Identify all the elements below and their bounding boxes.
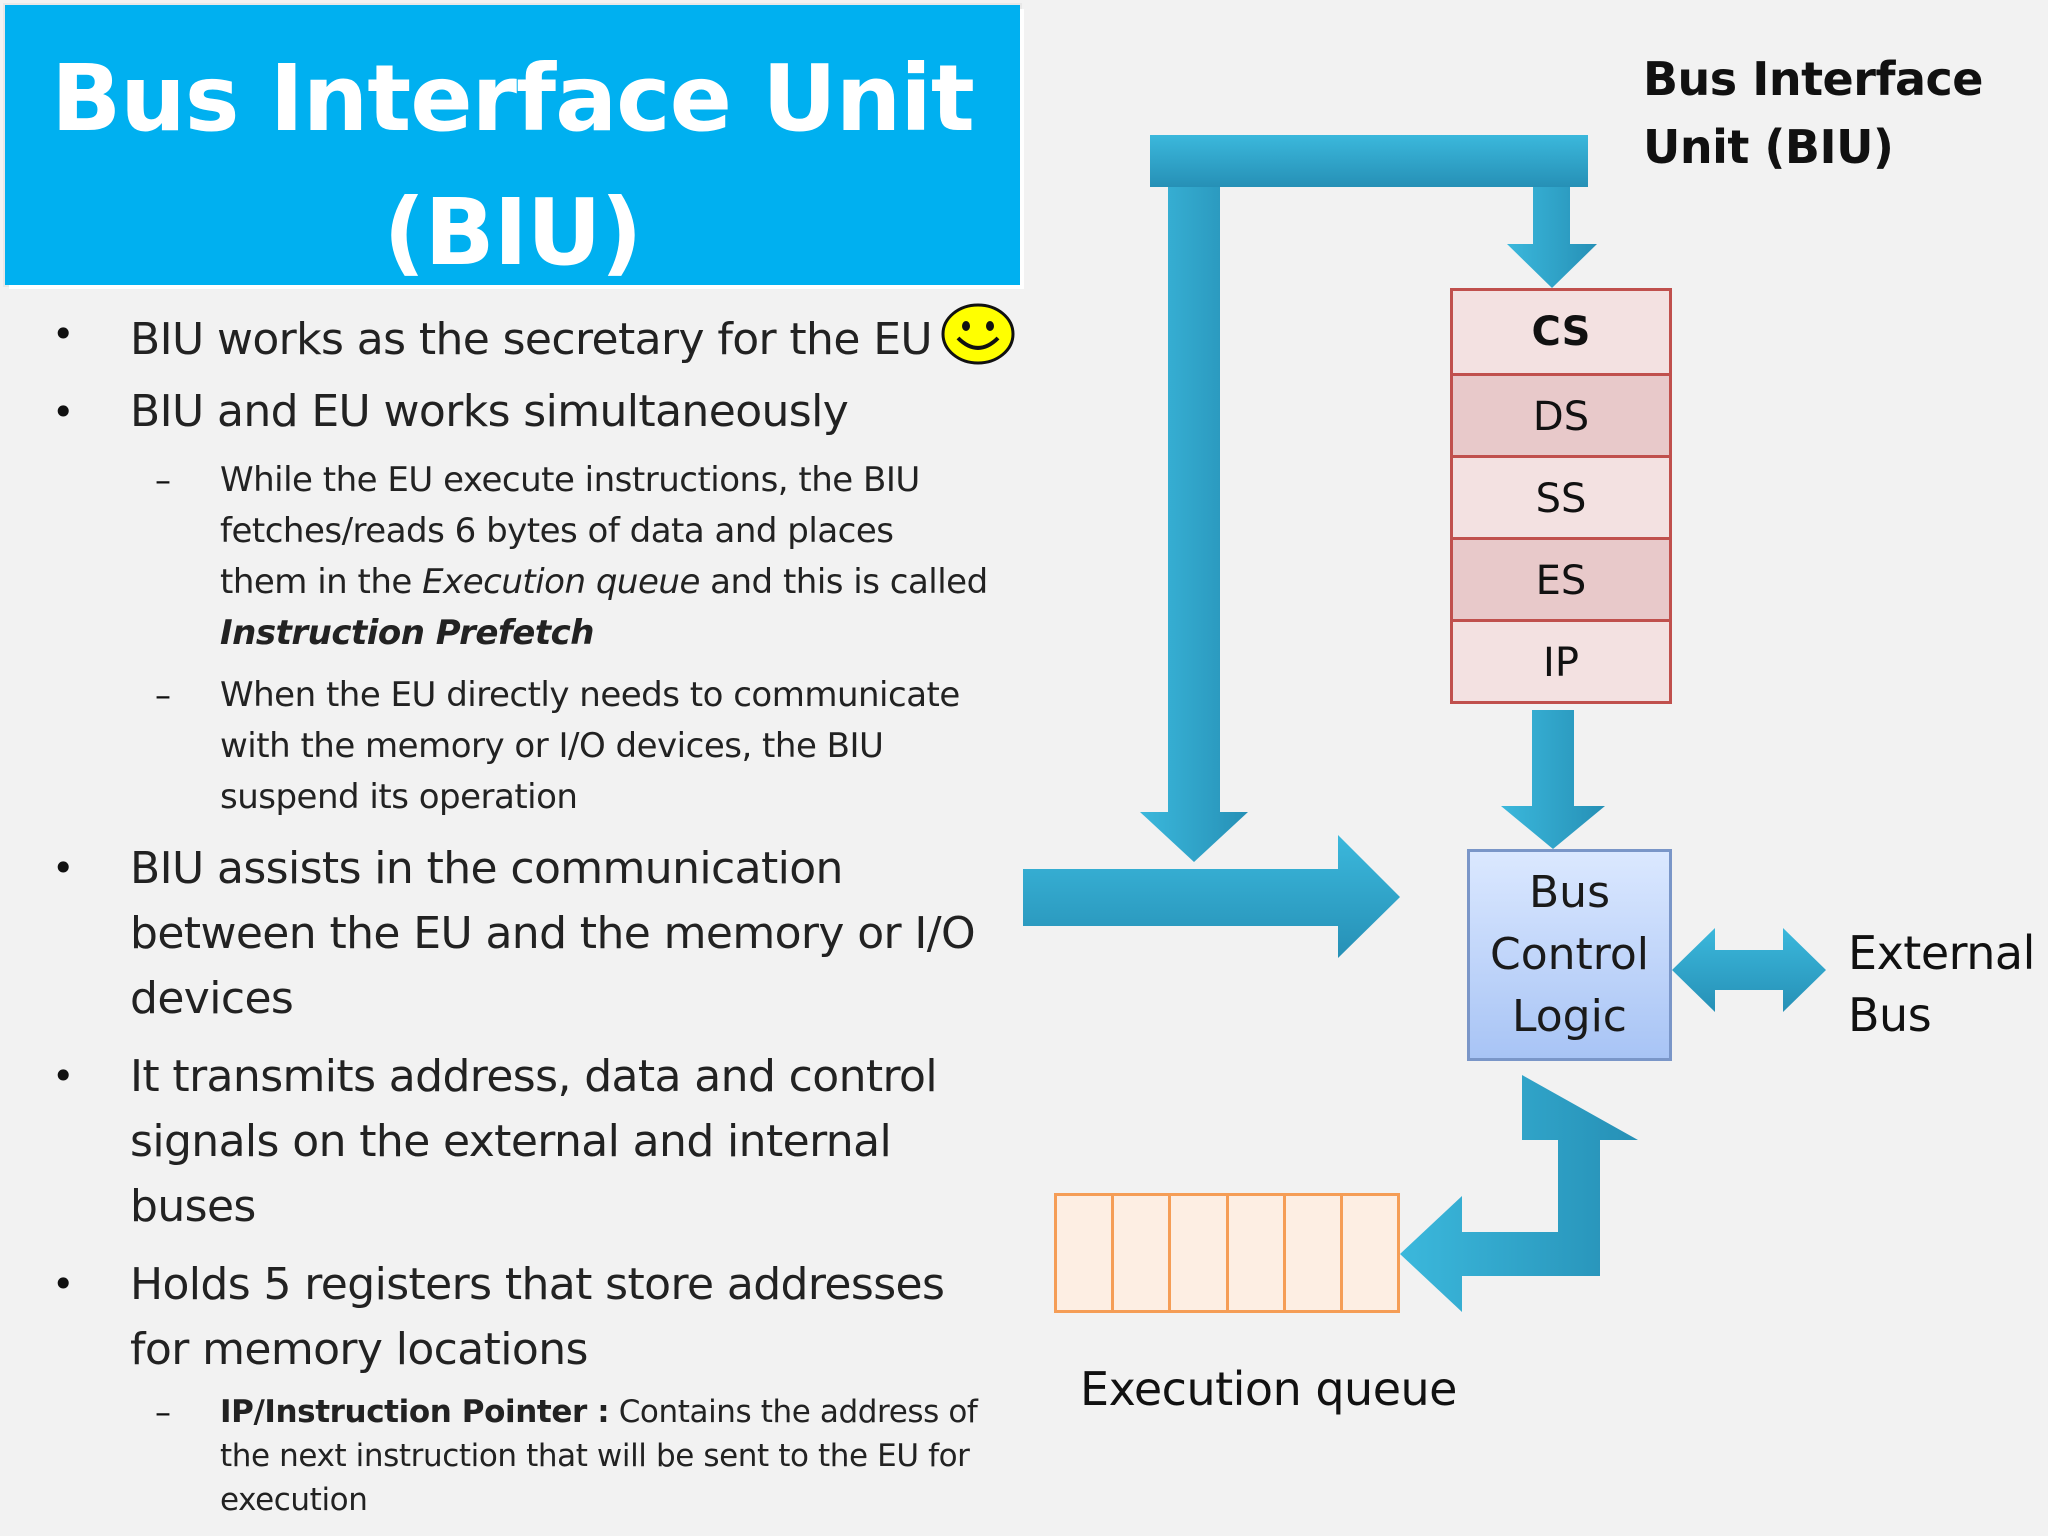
bullet-item: BIU assists in the communication between…: [130, 843, 976, 1024]
bullet-dot: •: [52, 390, 75, 434]
bullet-dot: •: [52, 846, 75, 890]
sub-bullet-item: When the EU directly needs to communicat…: [220, 675, 960, 817]
bullet-dot: •: [52, 1054, 75, 1098]
down-arrow-to-cs: [1507, 187, 1597, 288]
bus-control-logic-box: Bus Control Logic: [1467, 849, 1672, 1061]
biu-diagram-label: Bus Interface Unit (BIU): [1643, 52, 1983, 174]
top-bus-bar: [1150, 135, 1588, 187]
register-ss: SS: [1453, 455, 1669, 537]
queue-cell: [1339, 1196, 1397, 1310]
register-ds: DS: [1453, 373, 1669, 455]
execution-queue-box: [1054, 1193, 1400, 1313]
external-bus-label: External Bus: [1848, 926, 2035, 1042]
down-arrow-left: [1140, 187, 1248, 862]
sub-bullet-dash: –: [155, 1393, 171, 1431]
bullet-item: It transmits address, data and control s…: [130, 1051, 938, 1232]
sub-bullet-item: While the EU execute instructions, the B…: [220, 460, 988, 653]
bullet-dot: •: [52, 1262, 75, 1306]
queue-cell: [1057, 1196, 1111, 1310]
queue-cell: [1282, 1196, 1340, 1310]
register-ip: IP: [1453, 619, 1669, 701]
right-arrow-internal: [1023, 835, 1400, 958]
queue-bcl-double-arrow: [1400, 1075, 1638, 1312]
page-title-line2: (BIU): [383, 179, 642, 285]
register-stack: CS DS SS ES IP: [1450, 288, 1672, 704]
external-bus-double-arrow: [1672, 928, 1826, 1012]
bullet-item: Holds 5 registers that store addresses f…: [130, 1259, 945, 1375]
register-cs: CS: [1453, 291, 1669, 373]
bullet-item: BIU and EU works simultaneously: [130, 386, 849, 437]
execution-queue-label: Execution queue: [1080, 1362, 1457, 1416]
sub-bullet-dash: –: [155, 676, 171, 714]
bullet-dot: •: [52, 312, 75, 356]
queue-cell: [1225, 1196, 1283, 1310]
queue-cell: [1111, 1196, 1168, 1310]
smiley-face-icon: [940, 302, 1016, 384]
queue-cell: [1168, 1196, 1225, 1310]
sub-bullet-dash: –: [155, 461, 171, 499]
title-banner: Bus Interface Unit (BIU): [5, 5, 1020, 285]
down-arrow-to-bcl: [1501, 710, 1605, 849]
register-es: ES: [1453, 537, 1669, 619]
bullet-item: BIU works as the secretary for the EU: [130, 302, 1030, 384]
page-title-line1: Bus Interface Unit: [51, 45, 975, 152]
sub-bullet-item: IP/Instruction Pointer : Contains the ad…: [220, 1394, 978, 1518]
